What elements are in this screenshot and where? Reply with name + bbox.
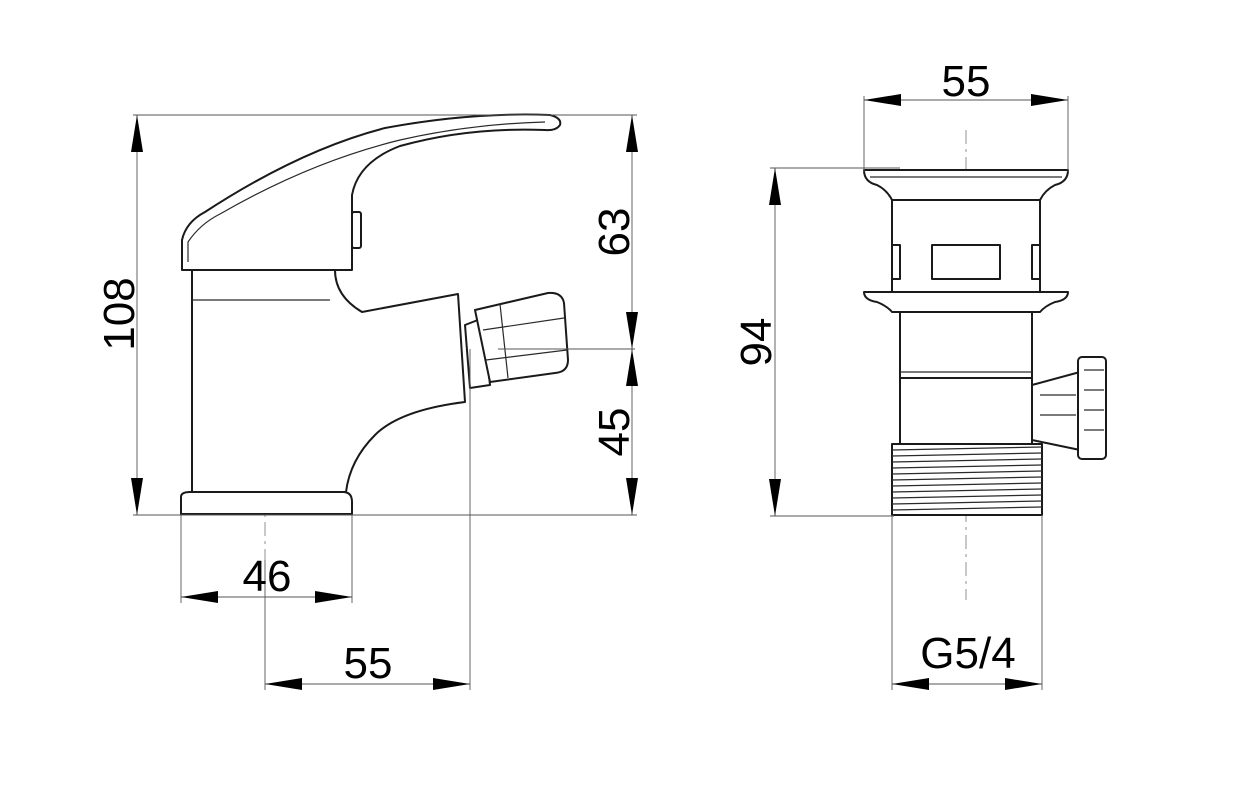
waste-flange xyxy=(863,291,1069,313)
faucet-nozzle-head xyxy=(474,291,569,383)
label-waste-height: 94 xyxy=(732,318,781,367)
arrow-up xyxy=(131,115,143,152)
label-thread-size: G5/4 xyxy=(920,629,1015,678)
label-head-width: 55 xyxy=(942,57,991,106)
faucet-nozzle-line-1 xyxy=(482,317,565,331)
faucet-lever-contour xyxy=(187,121,546,262)
faucet-base-plate xyxy=(180,491,353,515)
dim-lower-height xyxy=(626,349,638,515)
label-base-width: 46 xyxy=(243,552,292,601)
dim-reach xyxy=(265,678,470,690)
waste-extension-lines xyxy=(770,96,1069,690)
dim-thread-size xyxy=(892,678,1042,690)
waste-drawing xyxy=(863,130,1107,600)
waste-side-port xyxy=(1031,371,1081,451)
faucet-nozzle-line-2 xyxy=(485,349,568,361)
faucet-extension-lines xyxy=(133,114,637,690)
waste-thread-lines xyxy=(891,446,1043,511)
label-lower-height: 45 xyxy=(590,408,639,457)
faucet-lever-handle xyxy=(181,113,562,271)
waste-cage-window xyxy=(931,244,1001,280)
faucet-drawing xyxy=(180,113,635,560)
label-upper-height: 63 xyxy=(590,208,639,257)
faucet-body xyxy=(191,269,466,493)
waste-lower-body xyxy=(899,311,1033,379)
label-reach: 55 xyxy=(344,639,393,688)
dim-base-width xyxy=(181,591,352,603)
dim-upper-height xyxy=(626,115,638,349)
waste-sleeve xyxy=(899,377,1033,445)
dim-waste-height xyxy=(769,168,781,516)
dim-head-width xyxy=(864,94,1068,106)
waste-cap xyxy=(863,169,1069,201)
waste-side-cap xyxy=(1077,356,1107,460)
label-total-height: 108 xyxy=(95,277,144,350)
dim-total-height xyxy=(131,115,143,515)
faucet-lever-pin xyxy=(351,211,362,249)
faucet-nozzle-ring xyxy=(499,303,509,379)
arrow-down xyxy=(131,478,143,515)
